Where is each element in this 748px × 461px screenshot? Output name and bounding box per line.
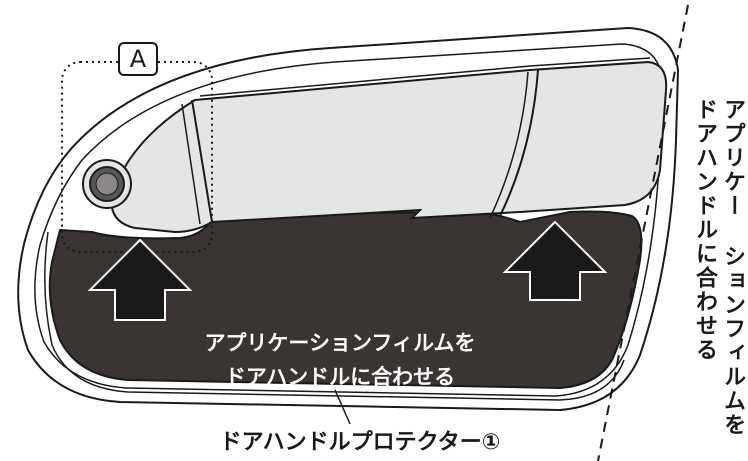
key-cylinder-icon [82, 159, 132, 209]
handle-seam-right [499, 69, 539, 217]
door-handle-body [110, 60, 668, 234]
handle-seam-right-2 [489, 71, 529, 219]
door-edge-dashed-line [597, 4, 689, 461]
side-note-line2: ドアハンドルに合わせる [692, 98, 717, 362]
film-caption-line1: アプリケーションフィルムを [204, 331, 476, 355]
protector-film-edge [44, 231, 625, 401]
film-caption: アプリケーションフィルムを ドアハンドルに合わせる [180, 326, 500, 394]
handle-seam-left-2 [181, 103, 201, 225]
handle-seam-left [191, 99, 213, 223]
film-caption-line2: ドアハンドルに合わせる [224, 365, 456, 389]
side-note-line1: アプリケー ションフィルムを [720, 98, 745, 437]
part-label: ドアハンドルプロテクター① [219, 430, 501, 455]
part-leader-line [334, 389, 351, 425]
arrow-up-left-icon [87, 238, 193, 321]
arrow-up-right-icon [502, 220, 608, 301]
handle-top-edge [199, 57, 651, 97]
callout-label-a: A [118, 42, 158, 76]
